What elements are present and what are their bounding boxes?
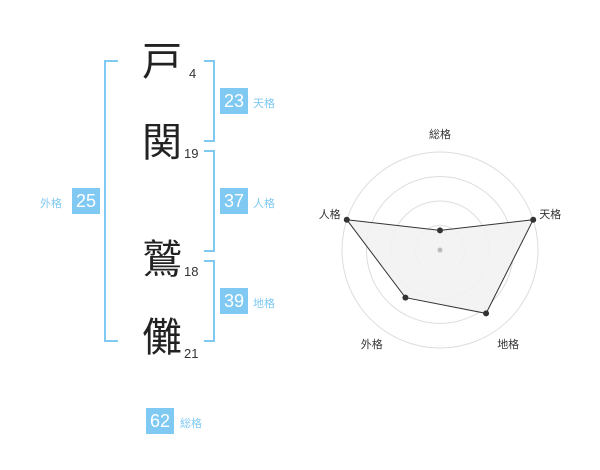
gaikaku-label: 外格 xyxy=(40,197,62,210)
radar-point-1 xyxy=(437,227,443,234)
tenkaku-label: 天格 xyxy=(253,97,275,110)
radar-data-polygon xyxy=(345,219,535,314)
jinkaku-bracket xyxy=(204,150,215,252)
chikaku-badge: 39 xyxy=(220,288,248,314)
radar-grid-ring-4 xyxy=(341,151,539,349)
jinkaku-badge: 37 xyxy=(220,188,248,214)
gaikaku-badge: 25 xyxy=(72,188,100,214)
chikaku-label: 地格 xyxy=(253,297,275,310)
radar-axis-label-3: 地格 xyxy=(497,337,519,351)
chikaku-bracket xyxy=(204,260,215,342)
name-char-2: 関 xyxy=(142,120,182,166)
stroke-count-2: 19 xyxy=(184,146,199,161)
stroke-count-1: 4 xyxy=(189,66,197,81)
name-char-3: 鷲 xyxy=(142,237,182,283)
radar-axis-label-5: 人格 xyxy=(319,207,341,221)
radar-center-dot xyxy=(437,247,443,253)
gaikaku-bracket xyxy=(104,60,118,342)
stroke-count-3: 18 xyxy=(184,264,199,279)
soukaku-badge: 62 xyxy=(146,408,174,434)
radar-point-5 xyxy=(343,216,350,223)
radar-point-2 xyxy=(530,216,537,223)
tenkaku-badge: 23 xyxy=(220,88,248,114)
radar-axis-label-2: 天格 xyxy=(539,207,561,221)
stroke-count-4: 21 xyxy=(184,346,199,361)
tenkaku-bracket xyxy=(204,60,215,142)
name-char-4: 儺 xyxy=(142,315,182,361)
radar-axis-label-1: 総格 xyxy=(429,127,451,141)
jinkaku-label: 人格 xyxy=(253,197,275,210)
name-char-1: 戸 xyxy=(142,39,182,85)
radar-point-3 xyxy=(483,310,490,317)
radar-point-4 xyxy=(402,294,409,301)
soukaku-label: 総格 xyxy=(180,417,202,430)
radar-axis-label-4: 外格 xyxy=(361,337,383,351)
